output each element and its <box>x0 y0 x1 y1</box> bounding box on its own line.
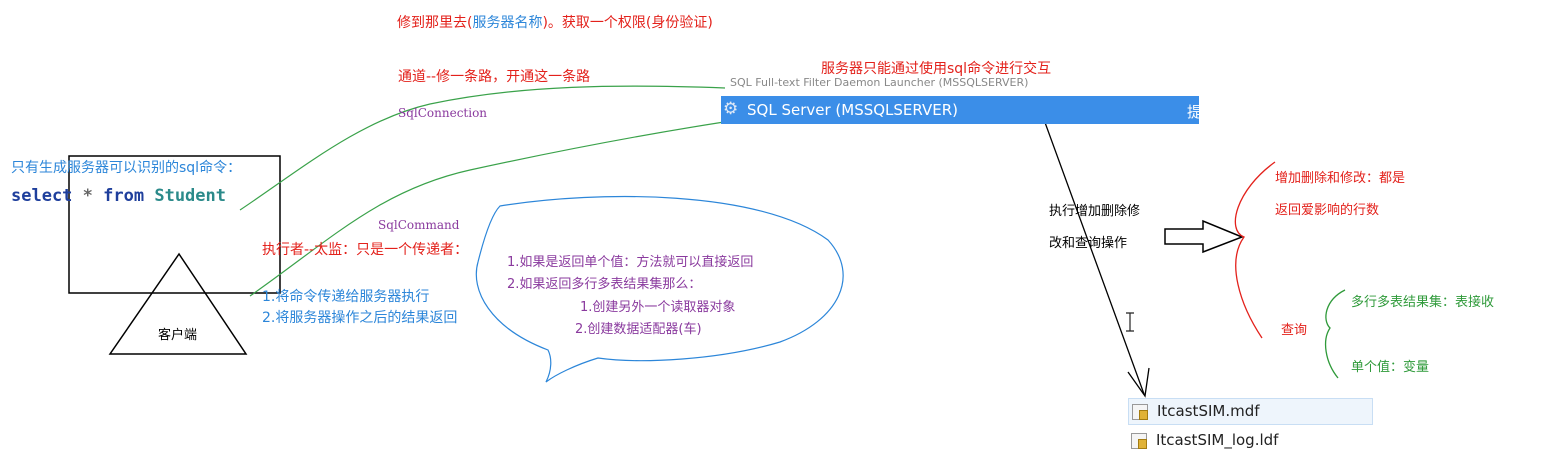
hollow-arrow <box>1164 219 1245 254</box>
gear-icon: ⚙ <box>723 99 739 119</box>
sql-table-name: Student <box>154 186 226 206</box>
client-label: 客户端 <box>158 328 198 343</box>
red-brace <box>1234 161 1276 339</box>
executor-step-2: 2.将服务器操作之后的结果返回 <box>262 310 458 326</box>
speech-bubble <box>475 195 844 383</box>
file-item-ldf[interactable]: ItcastSIM_log.ldf <box>1128 428 1373 455</box>
client-box <box>68 155 281 294</box>
sql-star: * <box>72 186 104 206</box>
exec-ops-line-1: 执行增加删除修 <box>1049 204 1141 219</box>
file-name: ItcastSIM.mdf <box>1157 402 1260 420</box>
bubble-line-4: 2.创建数据适配器(车) <box>575 322 702 337</box>
text-cursor <box>1126 312 1134 332</box>
green-brace <box>1324 289 1346 379</box>
top-note: 修到那里去(服务器名称)。获取一个权限(身份验证) <box>397 12 713 32</box>
service-name: SQL Server (MSSQLSERVER) <box>747 101 959 119</box>
sql-connection-label: SqlConnection <box>398 106 488 120</box>
server-note: 服务器只能通过使用sql命令进行交互 <box>821 61 1052 77</box>
result-modify-line-1: 增加删除和修改：都是 <box>1275 171 1406 186</box>
locked-file-icon <box>1131 433 1147 449</box>
executor-title: 执行者--太监：只是一个传递者： <box>262 242 469 258</box>
sql-code: select * from Student <box>11 186 226 206</box>
query-multi-result: 多行多表结果集：表接收 <box>1351 295 1495 310</box>
service-status: 提 <box>1187 103 1203 121</box>
file-name: ItcastSIM_log.ldf <box>1156 431 1279 449</box>
sql-keyword-from: from <box>103 186 145 206</box>
query-label: 查询 <box>1281 323 1308 338</box>
file-item-mdf[interactable]: ItcastSIM.mdf <box>1128 398 1373 425</box>
top-note-prefix: 修到那里去( <box>397 15 473 31</box>
sql-command-label: SqlCommand <box>378 218 460 232</box>
locked-file-icon <box>1132 404 1148 420</box>
top-note-suffix: )。获取一个权限(身份验证) <box>542 15 713 31</box>
result-modify-line-2: 返回爱影响的行数 <box>1275 203 1380 218</box>
sql-note: 只有生成服务器可以识别的sql命令： <box>11 160 242 176</box>
bubble-line-1: 1.如果是返回单个值：方法就可以直接返回 <box>507 255 754 270</box>
bubble-line-2: 2.如果返回多行多表结果集那么： <box>507 277 702 292</box>
sql-keyword-select: select <box>11 186 73 206</box>
bubble-line-3: 1.创建另外一个读取器对象 <box>580 300 736 315</box>
command-curve <box>249 121 725 297</box>
server-to-files-arrow <box>1042 116 1145 395</box>
executor-step-1: 1.将命令传递给服务器执行 <box>262 289 430 305</box>
service-row-selected[interactable]: ⚙ SQL Server (MSSQLSERVER) 提 <box>721 96 1203 124</box>
top-note-server-name: 服务器名称 <box>472 15 543 31</box>
client-triangle <box>108 252 248 355</box>
connection-curve <box>239 85 726 211</box>
channel-note: 通道--修一条路，开通这一条路 <box>398 69 591 85</box>
service-row-above[interactable]: SQL Full-text Filter Daemon Launcher (MS… <box>730 76 1029 89</box>
query-single-result: 单个值：变量 <box>1351 360 1430 375</box>
exec-ops-line-2: 改和查询操作 <box>1049 236 1128 251</box>
